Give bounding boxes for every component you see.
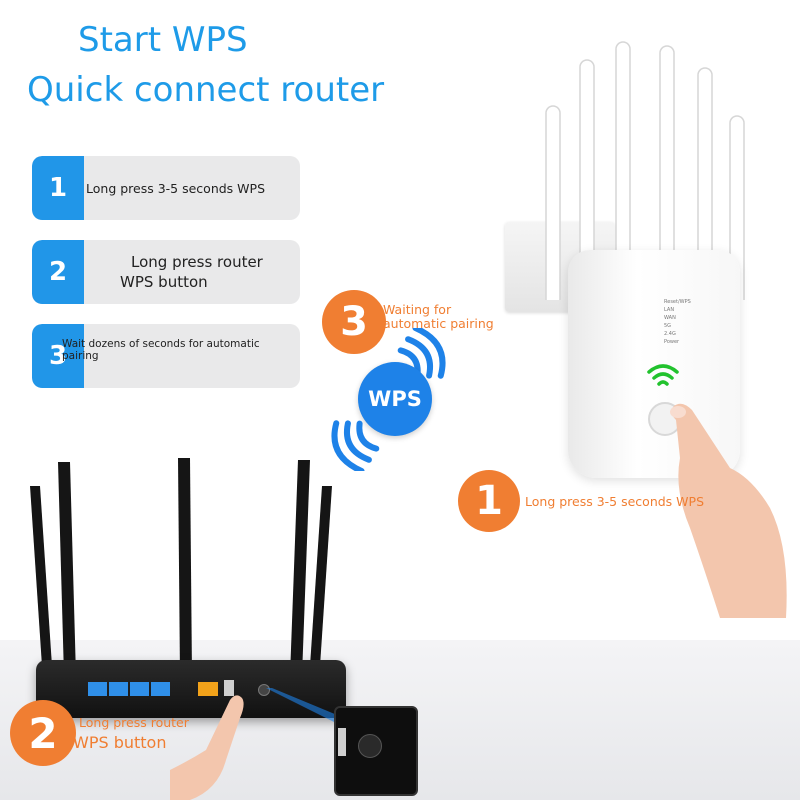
callout-3-line-1: Waiting for	[383, 302, 452, 317]
callout-3-line-2: automatic pairing	[383, 316, 494, 331]
led-label: 5G	[664, 323, 672, 329]
led-label: Reset/WPS	[664, 299, 691, 305]
led-label: LAN	[664, 307, 675, 313]
router-device	[36, 660, 346, 718]
led-label: WAN	[664, 315, 676, 321]
router-lan-ports	[88, 682, 170, 696]
wps-badge: WPS	[358, 362, 432, 436]
finger-pointer-icon	[670, 403, 787, 618]
zoomed-wps-button	[358, 734, 382, 758]
step-card-1: 1 Long press 3-5 seconds WPS	[32, 156, 300, 220]
router-wan-port	[198, 682, 218, 696]
step-card-3: 3 Wait dozens of seconds for automatic p…	[32, 324, 300, 388]
zoomed-usb-port	[338, 728, 346, 756]
callout-1-badge: 1	[458, 470, 520, 532]
lan-port	[109, 682, 128, 696]
wave-arcs-icon	[331, 420, 380, 471]
callout-2-badge: 2	[10, 700, 76, 766]
callout-2-line-1: Long press router	[79, 715, 189, 730]
wifi-signal-icon	[647, 364, 679, 386]
step-3-text: Wait dozens of seconds for automatic pai…	[62, 338, 260, 362]
step-2-text-line-2: WPS button	[120, 273, 208, 291]
step-number-badge: 2	[32, 240, 84, 304]
callout-2-line-2: WPS button	[73, 733, 167, 752]
router-usb-port	[224, 680, 234, 696]
step-number-badge: 3	[32, 324, 84, 388]
headline-line-1: Start WPS	[78, 20, 248, 60]
extender-antennas	[545, 41, 745, 300]
zoom-connector	[266, 688, 354, 728]
lan-port	[130, 682, 149, 696]
led-label: 2.4G	[664, 331, 676, 337]
step-number-badge: 1	[32, 156, 84, 220]
lan-port	[88, 682, 107, 696]
finger-pointer-icon	[170, 695, 244, 800]
callout-1-text: Long press 3-5 seconds WPS	[525, 494, 704, 509]
extender-led-labels: Reset/WPS LAN WAN 5G 2.4G Power	[664, 298, 724, 346]
headline-line-2: Quick connect router	[27, 70, 385, 110]
step-1-text: Long press 3-5 seconds WPS	[86, 180, 265, 196]
router-wps-button[interactable]	[258, 684, 270, 696]
callout-3-badge: 3	[322, 290, 386, 354]
lan-port	[151, 682, 170, 696]
router-wps-zoom-inset	[334, 706, 418, 796]
router-antennas	[30, 458, 332, 676]
led-label: Power	[664, 339, 680, 345]
step-card-2: 2 Long press router WPS button	[32, 240, 300, 304]
step-2-text-line-1: Long press router	[131, 253, 263, 271]
